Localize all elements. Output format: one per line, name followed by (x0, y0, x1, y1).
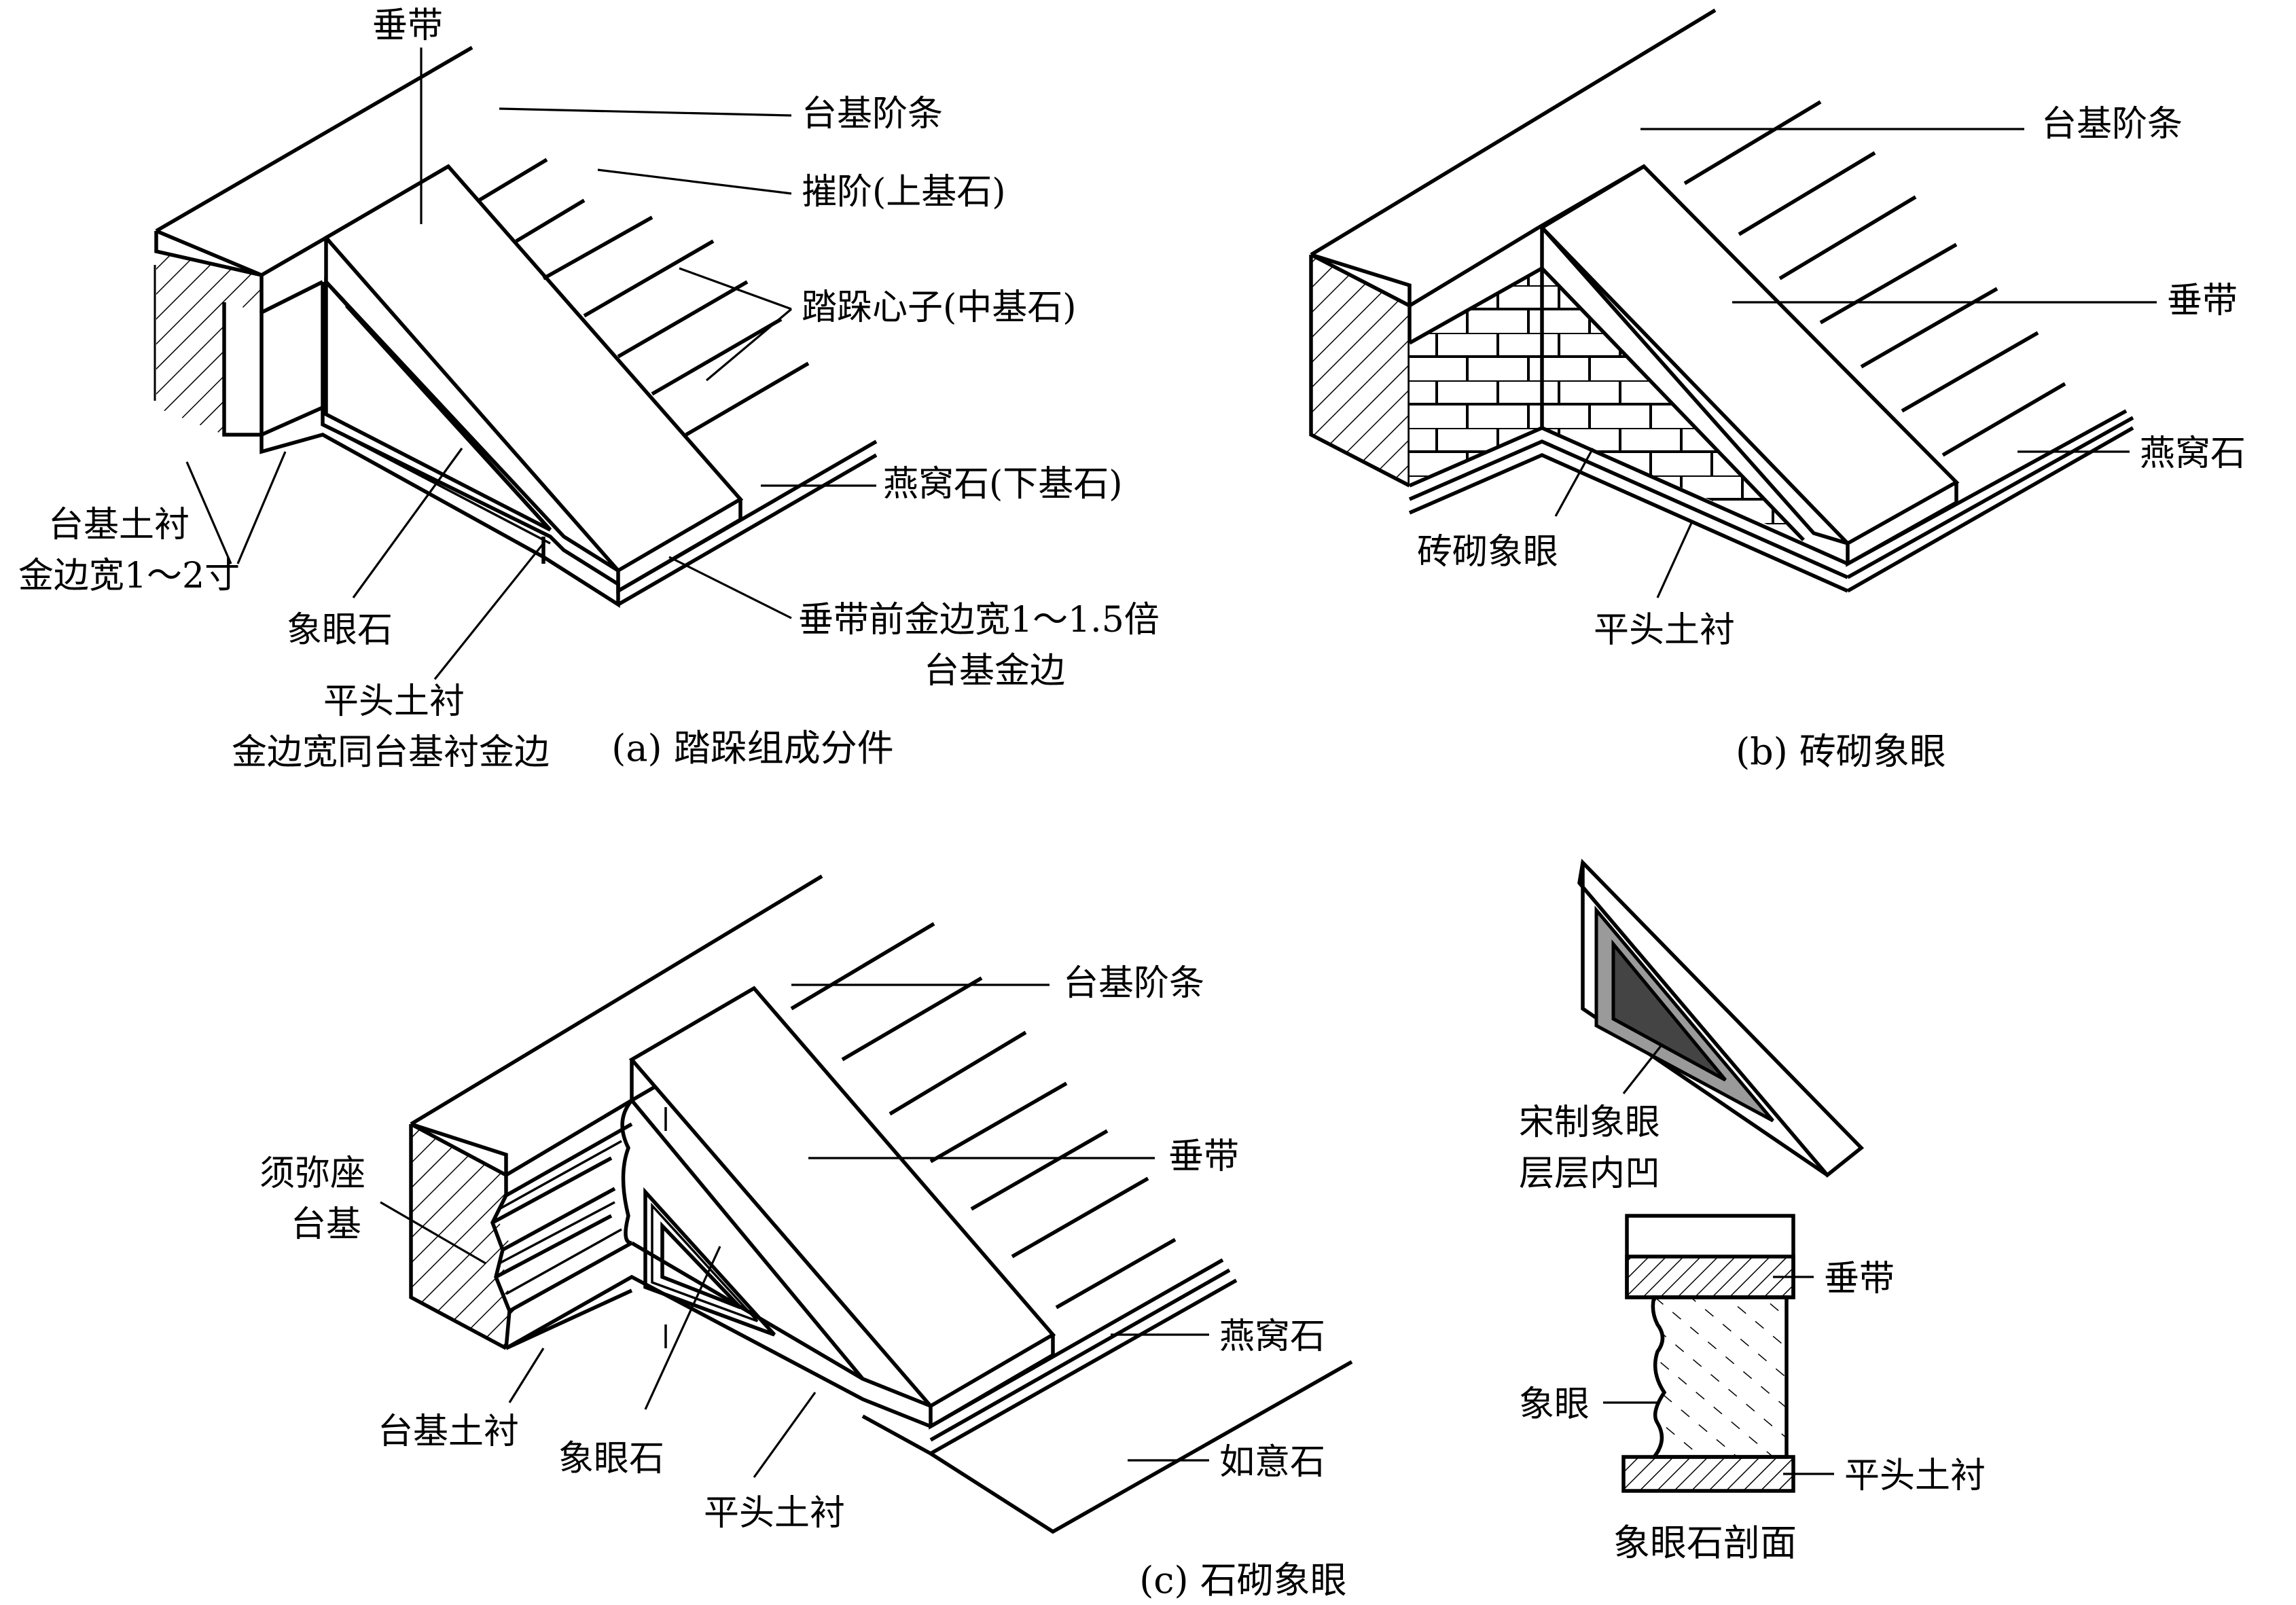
label-d-songzhi-1: 宋制象眼 (1519, 1102, 1660, 1143)
panel-c-labels: 台基阶条 垂带 燕窝石 如意石 须弥座 台基 台基土衬 象眼石 平头土衬 (259, 963, 1325, 1534)
label-taduo-xinzi: 踏跺心子(中基石) (802, 287, 1077, 328)
panel-d-labels: 宋制象眼 层层内凹 垂带 象眼 平头土衬 (1519, 1102, 1986, 1496)
label-pingtou-tuchen: 平头土衬 (323, 681, 465, 722)
label-taiji-tuchen: 台基土衬 (48, 505, 190, 545)
label-c-ruyishi: 如意石 (1219, 1442, 1325, 1483)
panel-a-drawing (154, 46, 878, 609)
label-c-xumizuo: 须弥座 (259, 1153, 365, 1194)
section-detail (1603, 1214, 1834, 1493)
label-taiji-jietiao: 台基阶条 (802, 94, 943, 134)
panel-a-labels: 垂带 台基阶条 摧阶(上基石) 踏跺心子(中基石) 燕窝石(下基石) 台基土衬 … (18, 5, 1160, 773)
label-yanwoshi: 燕窝石(下基石) (883, 464, 1123, 505)
caption-panel-b: (b) 砖砌象眼 (1736, 730, 1946, 773)
label-b-yanwoshi: 燕窝石 (2140, 433, 2246, 474)
label-c-taiji: 台基 (291, 1204, 361, 1245)
panel-a-leaders (185, 48, 876, 680)
label-c-taiji-jietiao: 台基阶条 (1063, 963, 1204, 1004)
panel-c-leaders (380, 984, 1209, 1478)
label-d-songzhi-2: 层层内凹 (1519, 1153, 1660, 1194)
label-d-xiangyan: 象眼 (1519, 1384, 1590, 1425)
panel-d: 宋制象眼 层层内凹 垂带 象眼 平头土衬 象眼石剖面 (1519, 859, 1986, 1564)
panel-b: 台基阶条 垂带 燕窝石 砖砌象眼 平头土衬 (b) 砖砌象眼 (1309, 8, 2246, 773)
label-pingtou-jinbian: 金边宽同台基衬金边 (232, 732, 550, 773)
label-chuidai-jinbian-2: 台基金边 (924, 651, 1065, 691)
panel-c-drawing (409, 874, 1353, 1534)
panel-b-drawing (1309, 8, 2134, 593)
label-b-taiji-jietiao: 台基阶条 (2041, 104, 2183, 145)
label-c-yanwoshi: 燕窝石 (1219, 1316, 1325, 1357)
label-jinbian-kuan: 金边宽1～2寸 (18, 556, 240, 596)
panel-b-labels: 台基阶条 垂带 燕窝石 砖砌象眼 平头土衬 (1417, 104, 2246, 651)
label-c-taiji-tuchen: 台基土衬 (378, 1411, 519, 1452)
label-chuidai: 垂带 (372, 5, 443, 46)
panel-a: 垂带 台基阶条 摧阶(上基石) 踏跺心子(中基石) 燕窝石(下基石) 台基土衬 … (18, 5, 1160, 773)
panel-c: 台基阶条 垂带 燕窝石 如意石 须弥座 台基 台基土衬 象眼石 平头土衬 (c)… (259, 874, 1353, 1602)
label-b-chuidai: 垂带 (2167, 281, 2238, 321)
label-cuijie: 摧阶(上基石) (802, 172, 1006, 213)
label-b-zhuanqi-xiangyan: 砖砌象眼 (1417, 532, 1558, 573)
song-xiangyan-detail (1577, 859, 1865, 1178)
label-d-pingtou-tuchen: 平头土衬 (1844, 1456, 1986, 1496)
label-c-xiangyanshi: 象眼石 (558, 1439, 664, 1479)
label-c-chuidai: 垂带 (1168, 1136, 1239, 1177)
label-c-pingtou-tuchen: 平头土衬 (704, 1493, 845, 1534)
label-b-pingtou-tuchen: 平头土衬 (1594, 610, 1735, 651)
label-xiangyanshi: 象眼石 (287, 610, 393, 651)
label-chuidai-jinbian-1: 垂带前金边宽1～1.5倍 (798, 600, 1160, 641)
label-d-chuidai: 垂带 (1824, 1259, 1895, 1299)
caption-panel-c: (c) 石砌象眼 (1139, 1559, 1347, 1602)
panel-b-leaders (1554, 128, 2157, 598)
caption-panel-a: (a) 踏跺组成分件 (611, 727, 894, 770)
caption-panel-d: 象眼石剖面 (1613, 1521, 1797, 1564)
